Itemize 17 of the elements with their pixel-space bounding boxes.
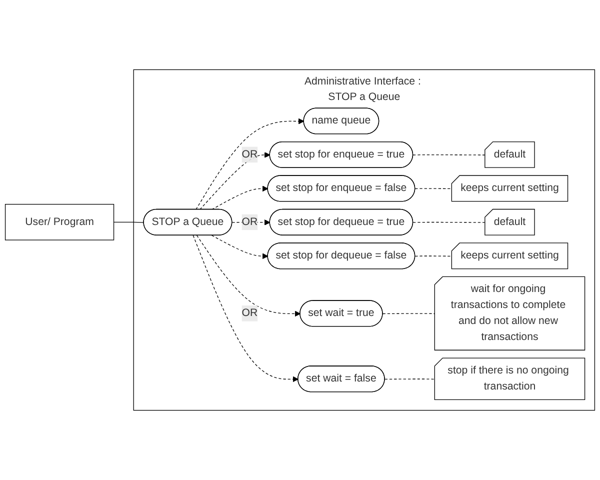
connector: [382, 313, 436, 314]
edge-label: OR: [242, 148, 258, 160]
connector: [412, 154, 486, 156]
node-box: User/ Program: [4, 204, 114, 240]
arrow: [211, 235, 268, 260]
connector: [414, 188, 452, 190]
arrow: [196, 235, 301, 317]
connector: [412, 222, 486, 223]
connector: [384, 378, 436, 380]
connector: [113, 222, 144, 223]
arrow: [211, 186, 268, 210]
connector: [414, 256, 452, 257]
edge-label: OR: [242, 307, 258, 319]
edge-label: OR: [242, 216, 258, 228]
arrow: [200, 152, 270, 210]
arrow: [196, 118, 304, 210]
arrow: [192, 235, 298, 382]
